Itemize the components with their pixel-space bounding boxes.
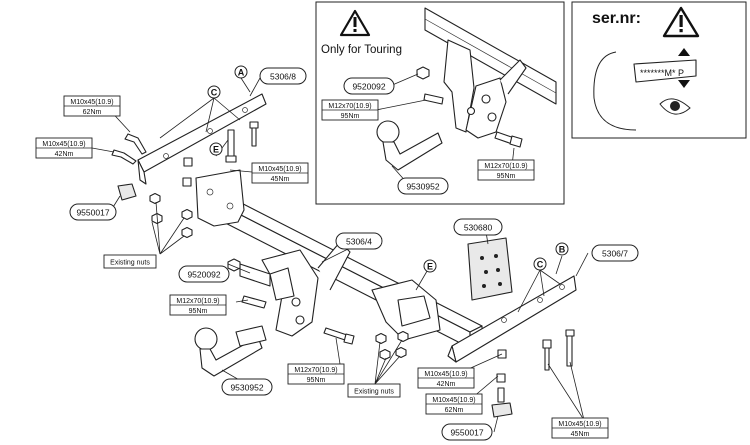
- part-label-clamp-right: 9550017: [441, 423, 493, 441]
- svg-text:M10x45(10.9): M10x45(10.9): [42, 141, 85, 148]
- svg-text:42Nm: 42Nm: [55, 151, 74, 158]
- part-label-nut-main: 9520092: [178, 265, 230, 283]
- spec-b-right: M10x45(10.9) 45Nm: [551, 417, 609, 439]
- warning-icon: [662, 6, 700, 38]
- clamp-right-shape: [491, 402, 513, 418]
- svg-text:Existing nuts: Existing nuts: [110, 260, 150, 267]
- spec-b-mid: M10x45(10.9) 62Nm: [425, 393, 483, 415]
- bolt-group-left: [111, 121, 259, 187]
- bracket-left: [137, 93, 267, 185]
- part-label-clamp-left: 9550017: [69, 203, 117, 221]
- existing-nuts-center: [375, 330, 409, 361]
- warning-icon: [339, 9, 371, 37]
- marker-e-center: E: [423, 259, 437, 273]
- spec-touring-left: M12x70(10.9) 95Nm: [321, 99, 379, 121]
- label-existing-nuts-center: Existing nuts: [347, 383, 401, 398]
- svg-text:5306/8: 5306/8: [270, 72, 296, 82]
- eye-icon: [659, 98, 691, 115]
- svg-text:M10x45(10.9): M10x45(10.9): [70, 99, 113, 106]
- svg-text:E: E: [213, 145, 219, 155]
- svg-text:C: C: [537, 260, 544, 270]
- svg-text:9530952: 9530952: [230, 383, 263, 393]
- svg-text:E: E: [427, 262, 433, 272]
- svg-text:95Nm: 95Nm: [307, 377, 326, 384]
- svg-text:530680: 530680: [464, 223, 493, 233]
- svg-text:9520092: 9520092: [352, 82, 385, 92]
- svg-text:B: B: [559, 245, 566, 255]
- marker-c-right: C: [533, 257, 547, 271]
- serial-inset: ser.nr: *******M* P: [571, 1, 747, 139]
- svg-text:M10x45(10.9): M10x45(10.9): [558, 421, 601, 428]
- spec-ball-main: M12x70(10.9) 95Nm: [169, 294, 227, 316]
- svg-text:M10x45(10.9): M10x45(10.9): [432, 397, 475, 404]
- svg-text:95Nm: 95Nm: [189, 308, 208, 315]
- marker-e-left: E: [209, 142, 223, 156]
- part-label-towball-main: 9530952: [221, 378, 273, 396]
- part-label-socket-plate: 530680: [453, 218, 503, 236]
- part-label-nut-touring: 9520092: [343, 77, 395, 95]
- spec-touring-right: M12x70(10.9) 95Nm: [477, 159, 535, 181]
- svg-text:9520092: 9520092: [187, 270, 220, 280]
- marker-a: A: [234, 65, 248, 79]
- svg-text:C: C: [211, 88, 218, 98]
- svg-text:Existing nuts: Existing nuts: [354, 389, 394, 396]
- part-label-towball-touring: 9530952: [397, 177, 449, 195]
- marker-c-left: C: [207, 85, 221, 99]
- touring-label: Only for Touring: [321, 44, 402, 56]
- svg-text:M10x45(10.9): M10x45(10.9): [424, 371, 467, 378]
- spec-center-bolt: M12x70(10.9) 95Nm: [287, 363, 345, 385]
- svg-text:95Nm: 95Nm: [341, 113, 360, 120]
- svg-text:9550017: 9550017: [450, 428, 483, 438]
- svg-text:M12x70(10.9): M12x70(10.9): [328, 103, 371, 110]
- svg-text:M10x45(10.9): M10x45(10.9): [258, 166, 301, 173]
- svg-text:9550017: 9550017: [76, 208, 109, 218]
- part-label-bracket-left: 5306/8: [259, 67, 307, 85]
- fasteners-main: [227, 258, 355, 345]
- crossbar: [195, 169, 483, 349]
- bolt-group-right: [496, 329, 575, 403]
- spec-a-upper: M10x45(10.9) 62Nm: [63, 95, 121, 117]
- svg-text:62Nm: 62Nm: [83, 109, 102, 116]
- svg-text:45Nm: 45Nm: [571, 431, 590, 438]
- marker-b: B: [555, 242, 569, 256]
- serial-label: ser.nr:: [592, 10, 641, 27]
- part-label-bracket-right: 5306/7: [591, 244, 639, 262]
- svg-text:M12x70(10.9): M12x70(10.9): [484, 163, 527, 170]
- svg-text:A: A: [238, 68, 245, 78]
- touring-inset: Only for Touring: [315, 1, 565, 205]
- spec-b-upper: M10x45(10.9) 42Nm: [417, 367, 475, 389]
- svg-text:M12x70(10.9): M12x70(10.9): [176, 298, 219, 305]
- existing-nuts-left: [149, 192, 193, 239]
- spec-a-lower: M10x45(10.9) 42Nm: [35, 137, 93, 159]
- svg-text:9530952: 9530952: [406, 182, 439, 192]
- label-existing-nuts-left: Existing nuts: [103, 254, 157, 269]
- part-label-crossbar: 5306/4: [335, 232, 383, 250]
- svg-text:M12x70(10.9): M12x70(10.9): [294, 367, 337, 374]
- svg-text:42Nm: 42Nm: [437, 381, 456, 388]
- svg-text:95Nm: 95Nm: [497, 173, 516, 180]
- svg-text:5306/4: 5306/4: [346, 237, 372, 247]
- towball-main: [194, 325, 267, 377]
- spec-e-left: M10x45(10.9) 45Nm: [251, 162, 309, 184]
- bracket-right: [447, 275, 577, 363]
- svg-text:5306/7: 5306/7: [602, 249, 628, 259]
- clamp-left-shape: [117, 183, 137, 201]
- svg-text:45Nm: 45Nm: [271, 176, 290, 183]
- serial-plate-text: *******M* P: [640, 68, 684, 78]
- socket-plate: [467, 237, 513, 301]
- svg-text:62Nm: 62Nm: [445, 407, 464, 414]
